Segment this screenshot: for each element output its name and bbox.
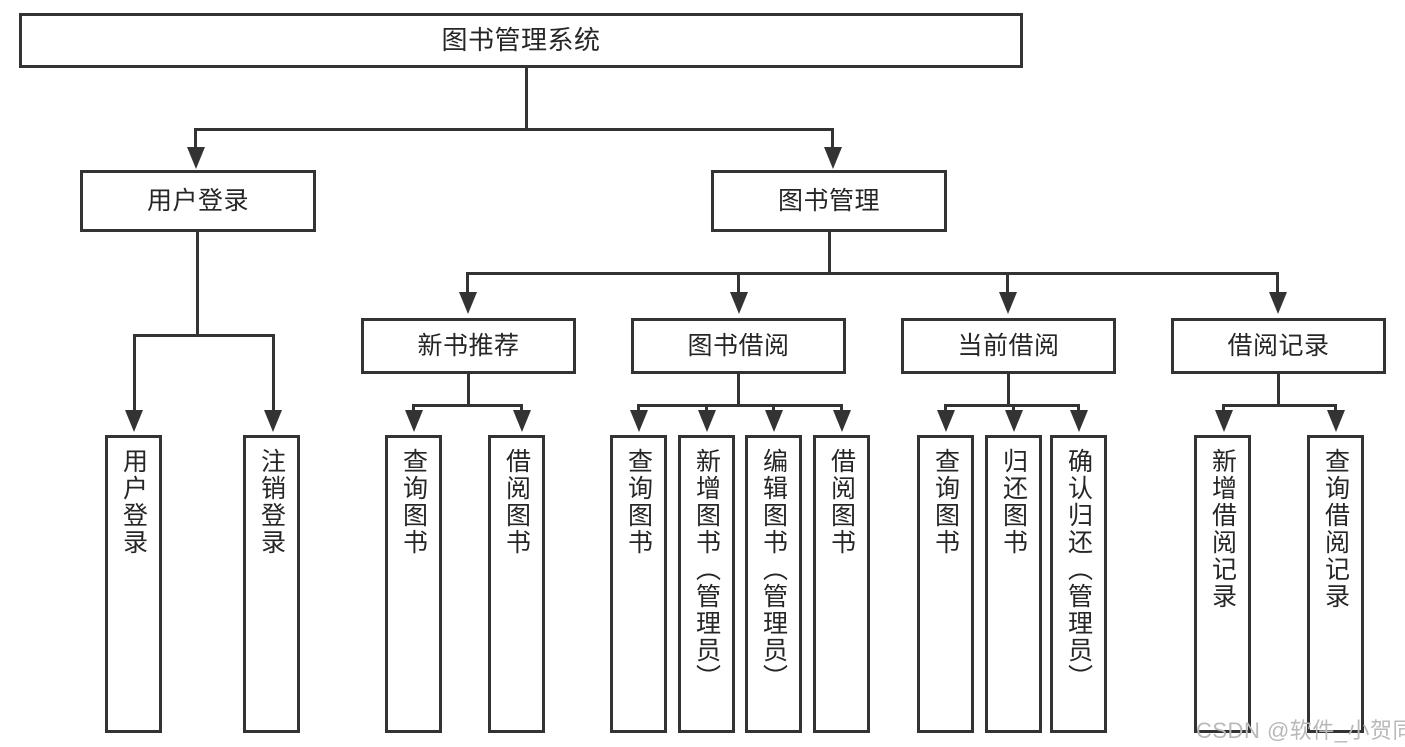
- arrow-leaf-user-login: [125, 410, 143, 432]
- connector-to-book-mgmt: [831, 128, 834, 150]
- arrow-to-current-borrow: [999, 292, 1017, 314]
- arrow-leaf-query-book-1: [405, 410, 423, 432]
- node-label: 编辑图书（管理员）: [759, 448, 788, 691]
- connector-current-borrow-c2: [1077, 404, 1080, 413]
- arrow-to-borrow-record: [1269, 292, 1287, 314]
- leaf-query-borrow-record[interactable]: 查询借阅记录: [1307, 435, 1364, 733]
- node-label: 图书借阅: [687, 331, 790, 360]
- node-label: 新增借阅记录: [1208, 448, 1237, 610]
- arrow-to-book-mgmt: [824, 147, 842, 169]
- node-label: 归还图书: [999, 448, 1028, 556]
- leaf-query-book-recommend[interactable]: 查询图书: [385, 435, 442, 733]
- arrow-to-user-login: [187, 147, 205, 169]
- node-label: 查询图书: [624, 448, 653, 556]
- connector-to-new-book: [466, 272, 469, 294]
- node-label: 注销登录: [257, 448, 286, 556]
- arrow-leaf-return-book: [1005, 410, 1023, 432]
- connector-borrow-record-bar: [1222, 404, 1337, 407]
- node-label: 查询图书: [931, 448, 960, 556]
- watermark-text: CSDN @软件_小贺同学: [1196, 718, 1405, 743]
- node-label: 查询借阅记录: [1321, 448, 1350, 610]
- connector-to-book-borrow: [737, 272, 740, 294]
- node-label: 查询图书: [399, 448, 428, 556]
- connector-user-login-stem: [196, 232, 199, 336]
- node-label: 借阅图书: [502, 448, 531, 556]
- connector-new-book-stem: [467, 374, 470, 407]
- connector-level2-bar: [466, 272, 1278, 275]
- connector-new-book-c0: [412, 404, 415, 413]
- connector-current-borrow-c1: [1012, 404, 1015, 413]
- node-current-borrow[interactable]: 当前借阅: [901, 318, 1116, 374]
- connector-book-borrow-bar: [637, 404, 843, 407]
- node-label: 图书管理: [777, 186, 880, 215]
- arrow-leaf-add-book: [698, 410, 716, 432]
- node-book-borrow[interactable]: 图书借阅: [631, 318, 846, 374]
- arrow-leaf-query-record: [1327, 410, 1345, 432]
- arrow-leaf-query-book-2: [630, 410, 648, 432]
- leaf-borrow-book[interactable]: 借阅图书: [813, 435, 870, 733]
- connector-borrow-record-c1: [1334, 404, 1337, 413]
- node-label: 用户登录: [146, 186, 249, 215]
- connector-to-current-borrow: [1006, 272, 1009, 294]
- arrow-to-book-borrow: [730, 292, 748, 314]
- connector-level1-bar: [194, 128, 834, 131]
- node-user-login[interactable]: 用户登录: [80, 170, 316, 232]
- connector-book-borrow-c2: [772, 404, 775, 413]
- arrow-leaf-edit-book: [765, 410, 783, 432]
- arrow-leaf-borrow-book-1: [513, 410, 531, 432]
- connector-book-borrow-c0: [637, 404, 640, 413]
- node-label: 借阅记录: [1227, 331, 1330, 360]
- leaf-query-book-current[interactable]: 查询图书: [917, 435, 974, 733]
- leaf-borrow-book-recommend[interactable]: 借阅图书: [488, 435, 545, 733]
- arrow-leaf-confirm-return: [1070, 410, 1088, 432]
- arrow-to-new-book-recommend: [459, 292, 477, 314]
- leaf-logout[interactable]: 注销登录: [243, 435, 300, 733]
- connector-new-book-bar: [412, 404, 523, 407]
- connector-borrow-record-c0: [1222, 404, 1225, 413]
- arrow-leaf-logout: [264, 410, 282, 432]
- node-label: 图书管理系统: [441, 24, 601, 55]
- node-label: 确认归还（管理员）: [1064, 448, 1093, 691]
- leaf-confirm-return-admin[interactable]: 确认归还（管理员）: [1050, 435, 1107, 733]
- connector-user-login-bar: [133, 334, 275, 337]
- node-book-management[interactable]: 图书管理: [711, 170, 947, 232]
- connector-to-user-login: [194, 128, 197, 150]
- connector-book-mgmt-stem: [828, 232, 831, 274]
- connector-book-borrow-c1: [705, 404, 708, 413]
- leaf-user-login[interactable]: 用户登录: [105, 435, 162, 733]
- node-label: 借阅图书: [827, 448, 856, 556]
- node-label: 当前借阅: [957, 331, 1060, 360]
- connector-user-login-left: [133, 334, 136, 413]
- connector-to-borrow-record: [1276, 272, 1279, 294]
- connector-current-borrow-stem: [1007, 374, 1010, 407]
- leaf-edit-book-admin[interactable]: 编辑图书（管理员）: [745, 435, 802, 733]
- node-label: 用户登录: [119, 448, 148, 556]
- connector-new-book-c1: [520, 404, 523, 413]
- connector-book-borrow-stem: [737, 374, 740, 407]
- arrow-leaf-add-record: [1215, 410, 1233, 432]
- leaf-add-borrow-record[interactable]: 新增借阅记录: [1194, 435, 1251, 733]
- leaf-query-book-borrow[interactable]: 查询图书: [610, 435, 667, 733]
- connector-borrow-record-stem: [1277, 374, 1280, 407]
- node-label: 新书推荐: [417, 331, 520, 360]
- node-borrow-record[interactable]: 借阅记录: [1171, 318, 1386, 374]
- arrow-leaf-query-book-3: [937, 410, 955, 432]
- connector-book-borrow-c3: [840, 404, 843, 413]
- connector-root-stem: [525, 68, 528, 130]
- arrow-leaf-borrow-book-2: [833, 410, 851, 432]
- connector-user-login-right: [272, 334, 275, 413]
- connector-current-borrow-c0: [944, 404, 947, 413]
- node-new-book-recommend[interactable]: 新书推荐: [361, 318, 576, 374]
- node-label: 新增图书（管理员）: [692, 448, 721, 691]
- node-root-system[interactable]: 图书管理系统: [19, 13, 1023, 68]
- leaf-add-book-admin[interactable]: 新增图书（管理员）: [678, 435, 735, 733]
- leaf-return-book[interactable]: 归还图书: [985, 435, 1042, 733]
